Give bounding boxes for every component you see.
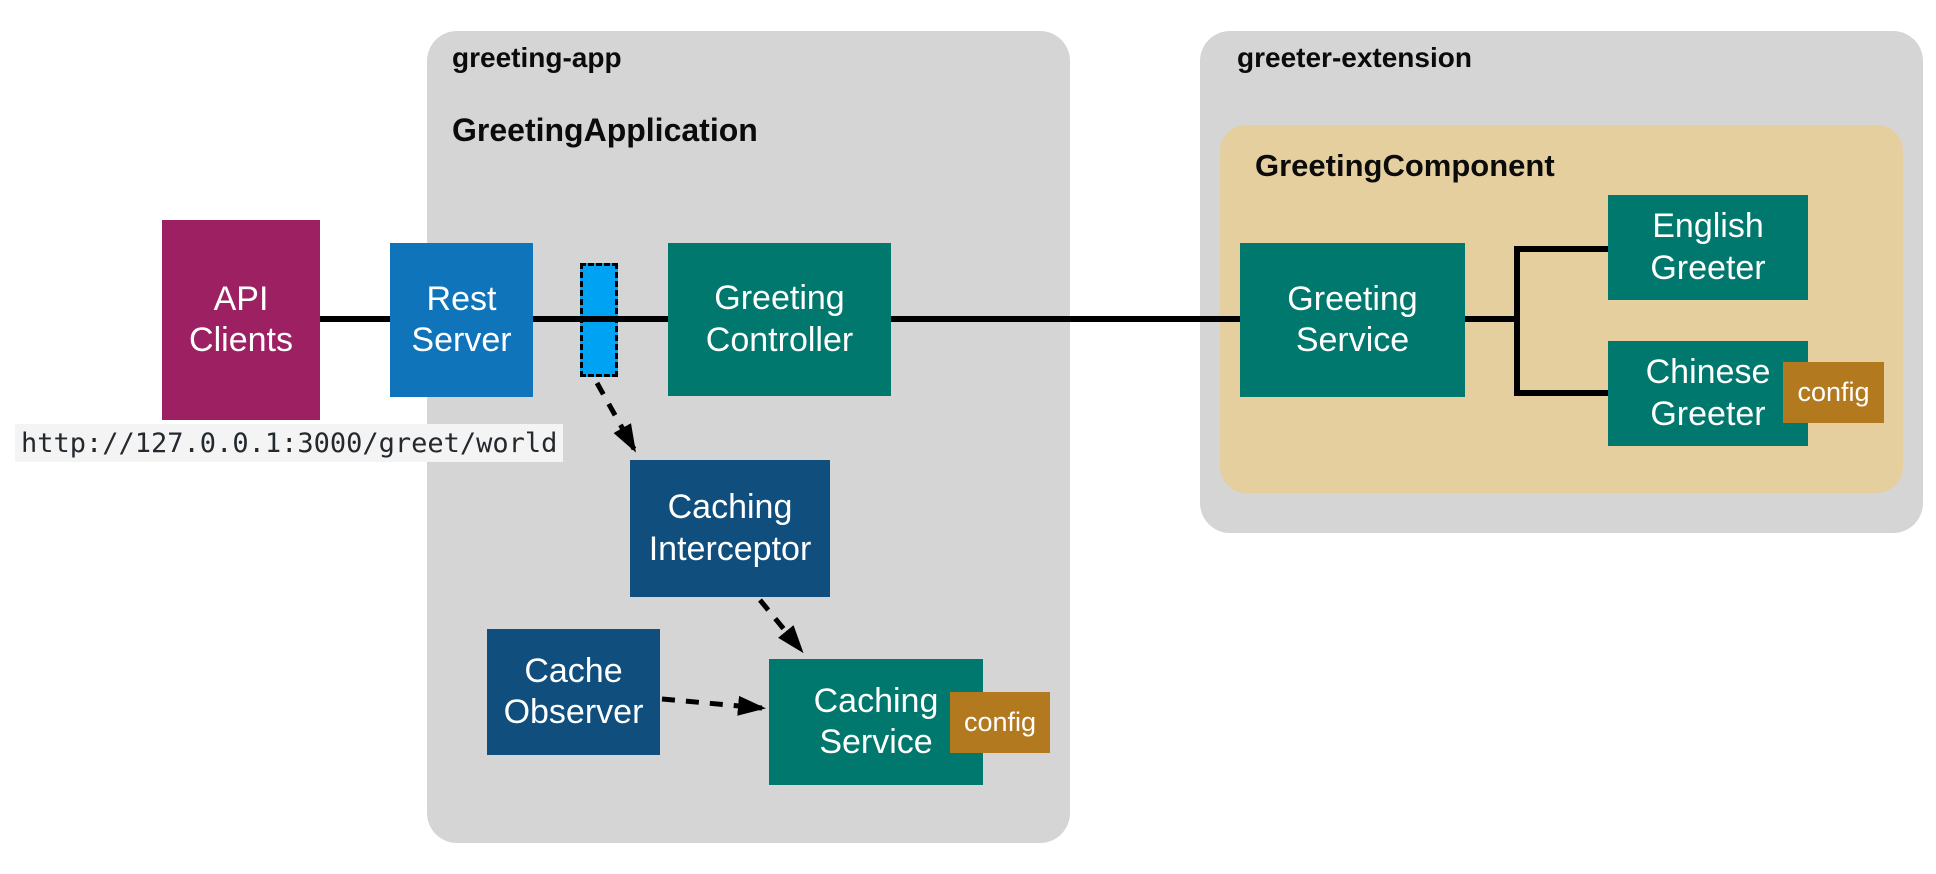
node-english-greeter: English Greeter (1608, 195, 1808, 300)
greeting-app-label: greeting-app (452, 42, 622, 73)
chinese-greeter-config-badge: config (1783, 362, 1884, 423)
node-cache-observer: Cache Observer (487, 629, 660, 755)
node-greeting-service: Greeting Service (1240, 243, 1465, 397)
caching-service-config-badge: config (950, 692, 1050, 753)
greeter-extension-label: greeter-extension (1237, 42, 1472, 73)
node-chinese-greeter: Chinese Greeter (1608, 341, 1808, 446)
node-rest-server: Rest Server (390, 243, 533, 397)
request-url-caption: http://127.0.0.1:3000/greet/world (15, 424, 564, 462)
interceptor-point-marker (580, 263, 618, 377)
node-caching-interceptor: Caching Interceptor (630, 460, 830, 597)
greeting-component-title: GreetingComponent (1255, 148, 1555, 183)
node-caching-service: Caching Service (769, 659, 983, 785)
greeting-application-title: GreetingApplication (452, 112, 758, 148)
node-api-clients: API Clients (162, 220, 320, 420)
node-greeting-controller: Greeting Controller (668, 243, 891, 396)
